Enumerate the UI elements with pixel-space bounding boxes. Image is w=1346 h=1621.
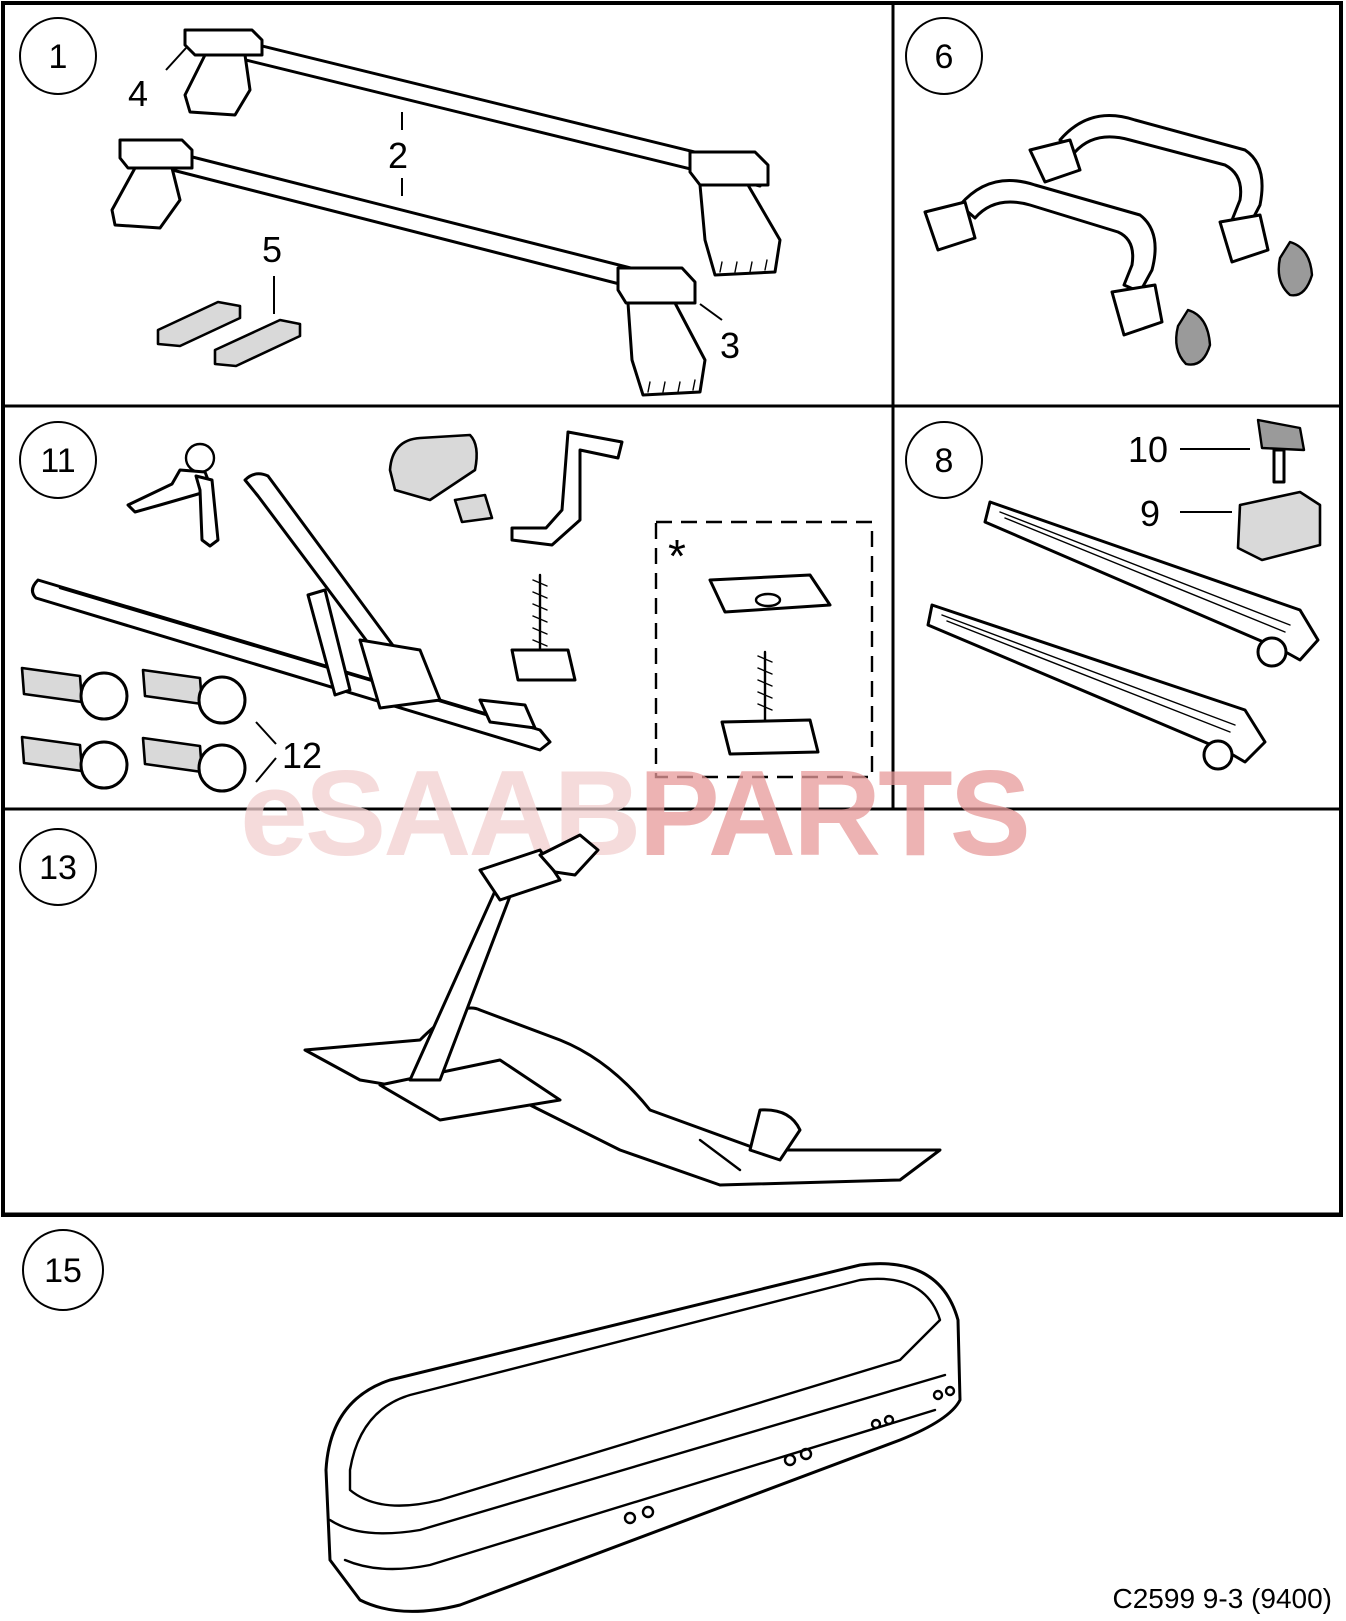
panel-13-bike-holder: 13 bbox=[19, 828, 942, 1187]
wheel-strap-drawing bbox=[388, 433, 494, 524]
svg-text:eSAABPARTS: eSAABPARTS bbox=[240, 745, 1028, 881]
svg-text:6: 6 bbox=[935, 38, 954, 76]
label-part-5: 5 bbox=[262, 229, 282, 270]
roof-bar-front-drawing bbox=[110, 138, 707, 397]
panel-15-callout: 15 bbox=[22, 1229, 104, 1311]
roof-box-drawing bbox=[324, 1262, 962, 1613]
carrier-rail-drawing bbox=[31, 472, 552, 752]
optional-kit-drawing: * bbox=[654, 520, 874, 779]
label-part-4: 4 bbox=[128, 73, 148, 114]
ski-clamp-front-drawing bbox=[926, 603, 1267, 771]
panel-8-callout: 8 bbox=[905, 421, 983, 499]
lock-bolt-drawing bbox=[1256, 418, 1306, 484]
optional-kit-marker: * bbox=[668, 530, 686, 582]
ski-clamp-rear-drawing bbox=[983, 500, 1320, 668]
panel-11-leaders bbox=[255, 721, 277, 783]
bike-holder-drawing bbox=[303, 833, 942, 1187]
diagram-reference-code: C2599 9-3 (9400) bbox=[1113, 1583, 1332, 1614]
carrier-strap-rear-drawing bbox=[1028, 114, 1314, 297]
panel-grid bbox=[1, 1, 1343, 1217]
svg-text:13: 13 bbox=[39, 849, 77, 887]
rubber-pads-drawing bbox=[156, 300, 302, 368]
panel-6-carrier-feet: 6 bbox=[905, 17, 1314, 366]
panel-15-roof-box: 15 bbox=[22, 1229, 962, 1613]
keys-drawing bbox=[126, 442, 220, 548]
carrier-strap-front-drawing bbox=[923, 179, 1212, 366]
svg-text:1: 1 bbox=[49, 38, 68, 76]
panel-1-callout: 1 bbox=[19, 17, 97, 95]
label-part-2: 2 bbox=[388, 135, 408, 176]
mounting-bracket-drawing bbox=[510, 430, 624, 682]
panel-11-callout: 11 bbox=[19, 421, 97, 499]
panel-13-callout: 13 bbox=[19, 828, 97, 906]
svg-text:11: 11 bbox=[40, 442, 75, 480]
panel-1-roof-rack: 1 2 3 4 bbox=[19, 17, 782, 397]
svg-text:8: 8 bbox=[935, 442, 954, 480]
adapter-block-drawing bbox=[1236, 490, 1322, 562]
panel-6-callout: 6 bbox=[905, 17, 983, 95]
esaabparts-watermark: eSAABPARTS bbox=[240, 745, 1031, 881]
lock-cylinders-drawing bbox=[20, 666, 247, 793]
panel-8-ski-carrier: 8 10 9 bbox=[905, 418, 1322, 771]
panel-8-leaders bbox=[1180, 448, 1250, 513]
label-part-12: 12 bbox=[282, 735, 322, 776]
label-part-3: 3 bbox=[720, 325, 740, 366]
panel-1-leaders bbox=[165, 47, 723, 321]
roof-bar-rear-drawing bbox=[183, 28, 782, 277]
panel-11-bike-carrier: 11 bbox=[19, 421, 874, 793]
svg-text:15: 15 bbox=[44, 1252, 82, 1290]
label-part-9: 9 bbox=[1140, 493, 1160, 534]
label-part-10: 10 bbox=[1128, 429, 1168, 470]
